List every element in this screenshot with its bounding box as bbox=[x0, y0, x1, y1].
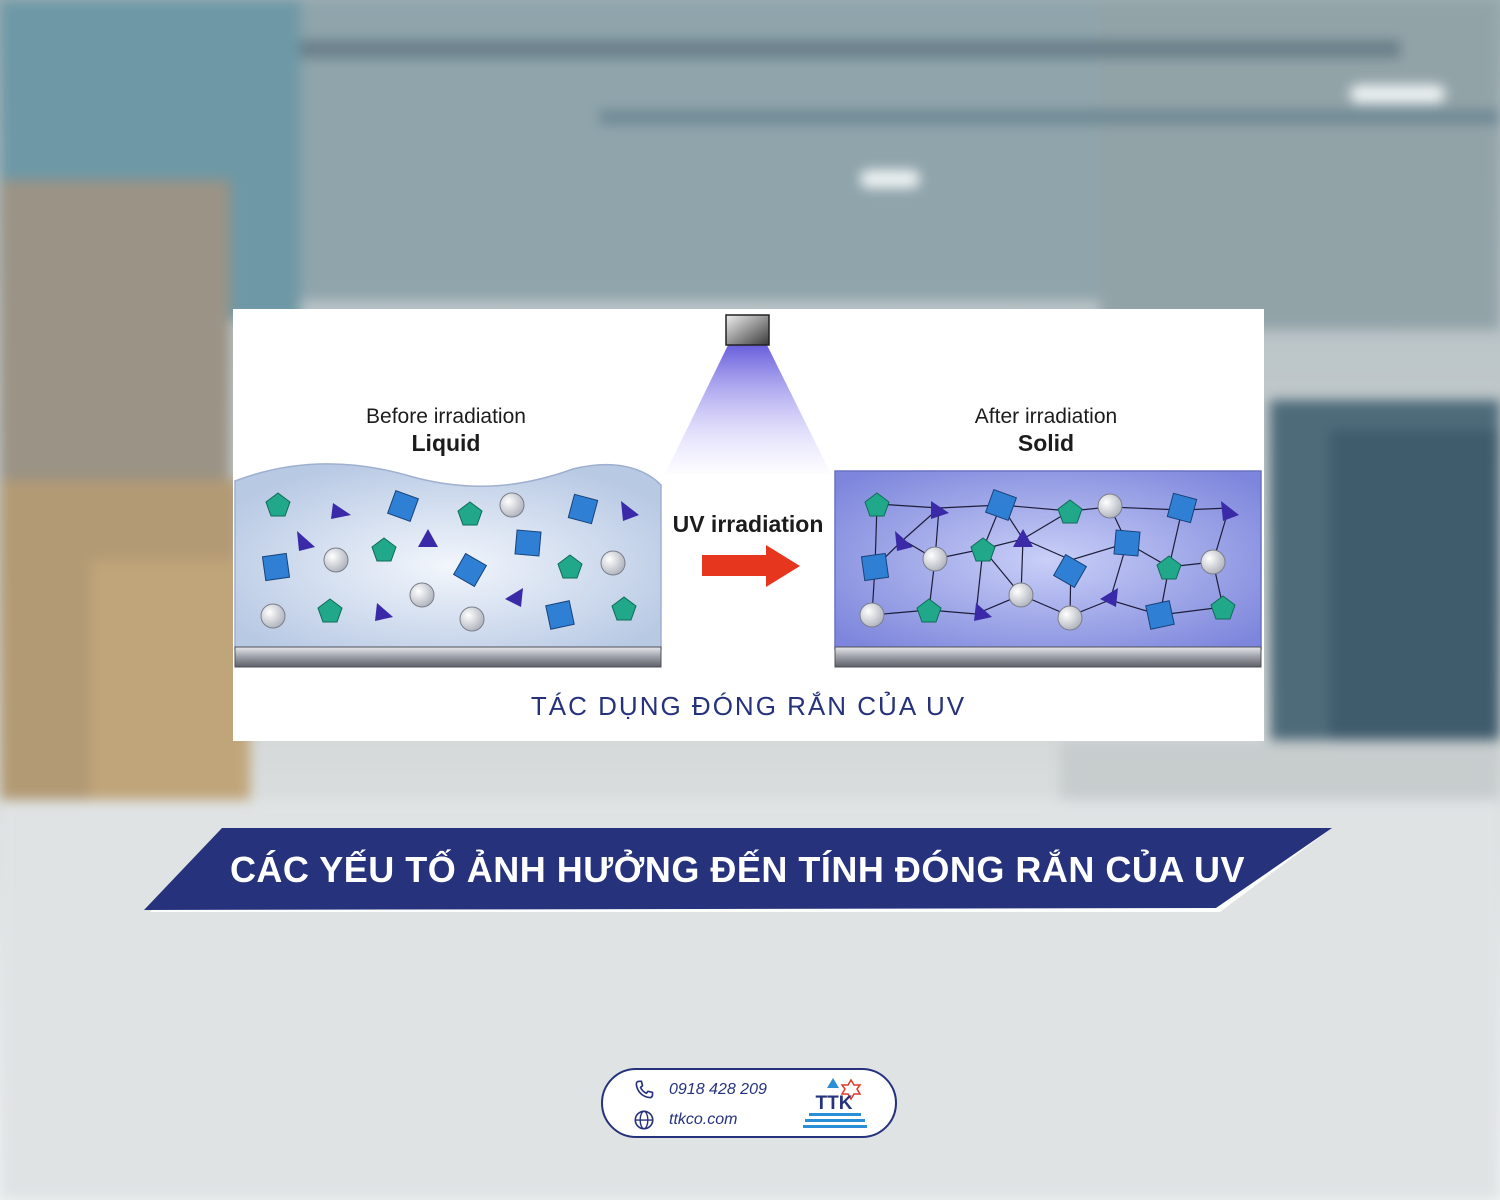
square-molecule bbox=[386, 489, 420, 523]
square-molecule bbox=[984, 488, 1018, 522]
triangle-molecule bbox=[974, 603, 992, 621]
circle-molecule bbox=[260, 603, 286, 629]
pentagon-molecule bbox=[317, 598, 343, 623]
circle-molecule bbox=[600, 550, 626, 576]
square-molecule bbox=[261, 552, 291, 582]
circle-molecule bbox=[1057, 605, 1083, 631]
circle-molecule bbox=[409, 582, 435, 608]
circle-molecule bbox=[323, 547, 349, 573]
circle-molecule bbox=[459, 606, 485, 632]
circle-molecule bbox=[1097, 493, 1123, 519]
triangle-molecule bbox=[1013, 529, 1033, 547]
square-molecule bbox=[514, 529, 542, 557]
process-label: UV irradiation bbox=[673, 511, 824, 537]
contact-pill: 0918 428 209 ttkco.com TTK bbox=[601, 1068, 897, 1138]
circle-molecule bbox=[859, 602, 885, 628]
liquid-molecules bbox=[260, 489, 639, 632]
globe-icon bbox=[634, 1110, 654, 1130]
pentagon-molecule bbox=[371, 537, 397, 562]
pentagon-molecule bbox=[611, 596, 637, 621]
triangle-molecule bbox=[931, 501, 949, 519]
square-molecule bbox=[452, 552, 488, 588]
phone-icon bbox=[635, 1080, 654, 1099]
uv-lamp-icon bbox=[725, 314, 770, 346]
triangle-molecule bbox=[297, 531, 315, 551]
liquid-layer bbox=[234, 463, 662, 650]
circle-molecule bbox=[922, 546, 948, 572]
pentagon-molecule bbox=[457, 501, 483, 526]
triangle-molecule bbox=[895, 531, 913, 551]
solid-substrate bbox=[834, 646, 1262, 668]
pentagon-molecule bbox=[970, 537, 996, 562]
square-molecule bbox=[1113, 529, 1141, 557]
pentagon-molecule bbox=[916, 598, 942, 623]
logo-text: TTK bbox=[816, 1093, 853, 1114]
triangle-molecule bbox=[418, 529, 438, 547]
triangle-molecule bbox=[375, 603, 393, 621]
square-molecule bbox=[1166, 492, 1198, 524]
diagram-svg: Before irradiation Liquid After irradiat… bbox=[234, 314, 1262, 668]
triangle-molecule bbox=[1221, 501, 1239, 521]
title-banner bbox=[144, 828, 1332, 912]
square-molecule bbox=[1145, 600, 1175, 630]
circle-molecule bbox=[499, 492, 525, 518]
solid-layer bbox=[834, 470, 1262, 650]
phone-row[interactable]: 0918 428 209 bbox=[633, 1078, 767, 1102]
pentagon-molecule bbox=[1057, 499, 1083, 524]
pentagon-molecule bbox=[1210, 595, 1236, 620]
pentagon-molecule bbox=[1156, 555, 1182, 580]
triangle-molecule bbox=[621, 501, 639, 521]
liquid-substrate bbox=[234, 646, 662, 668]
triangle-molecule bbox=[505, 588, 523, 607]
website-row[interactable]: ttkco.com bbox=[633, 1108, 737, 1132]
triangle-molecule bbox=[1100, 588, 1118, 607]
banner-title: CÁC YẾU TỐ ẢNH HƯỞNG ĐẾN TÍNH ĐÓNG RẮN C… bbox=[229, 849, 1246, 890]
ttk-logo-icon: TTK bbox=[803, 1078, 867, 1128]
diagram-caption: TÁC DỤNG ĐÓNG RẮN CỦA UV bbox=[530, 691, 967, 721]
circle-molecule bbox=[1008, 582, 1034, 608]
square-molecule bbox=[1052, 553, 1088, 589]
after-label: After irradiation bbox=[975, 405, 1117, 428]
before-state: Liquid bbox=[412, 430, 481, 456]
after-state: Solid bbox=[1018, 430, 1074, 456]
website-url: ttkco.com bbox=[669, 1111, 738, 1128]
pentagon-molecule bbox=[864, 492, 890, 517]
right-arrow-icon bbox=[702, 545, 800, 587]
phone-number: 0918 428 209 bbox=[669, 1081, 767, 1098]
triangle-molecule bbox=[331, 503, 351, 519]
solid-molecules bbox=[859, 488, 1239, 631]
square-molecule bbox=[567, 493, 599, 525]
before-label: Before irradiation bbox=[366, 405, 526, 428]
circle-molecule bbox=[1200, 549, 1226, 575]
pentagon-molecule bbox=[265, 492, 291, 517]
pentagon-molecule bbox=[557, 554, 583, 579]
uv-beam bbox=[665, 341, 831, 474]
square-molecule bbox=[545, 600, 575, 630]
square-molecule bbox=[860, 552, 890, 582]
uv-curing-diagram: Before irradiation Liquid After irradiat… bbox=[233, 309, 1264, 741]
